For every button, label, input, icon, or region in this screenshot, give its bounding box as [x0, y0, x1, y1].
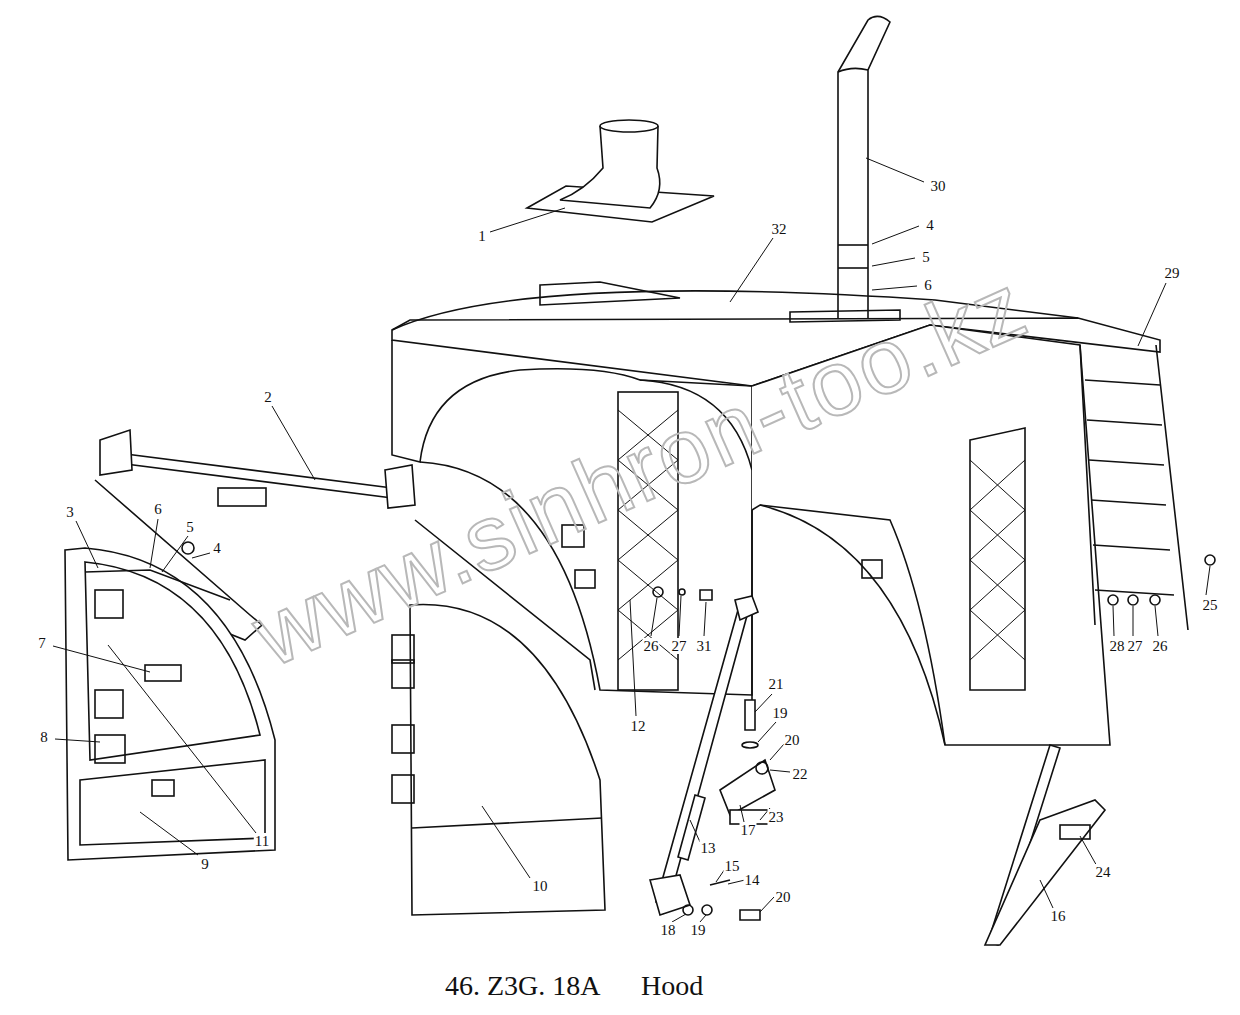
callout-number: 31	[696, 638, 713, 654]
callout-number: 32	[771, 221, 788, 237]
callout-number: 22	[792, 766, 809, 782]
callout-number: 30	[930, 178, 947, 194]
gas-strut-rear	[985, 745, 1105, 945]
callout-number: 27	[1127, 638, 1144, 654]
callout-number: 5	[921, 249, 931, 265]
callout-number: 27	[671, 638, 688, 654]
callout-number: 21	[768, 676, 785, 692]
callout-number: 11	[254, 833, 270, 849]
callout-number: 19	[690, 922, 707, 938]
callout-number: 24	[1095, 864, 1112, 880]
exhaust-pipe	[838, 16, 890, 318]
callout-number: 5	[185, 519, 195, 535]
callout-number: 26	[643, 638, 660, 654]
callout-number: 10	[532, 878, 549, 894]
callout-number: 18	[660, 922, 677, 938]
callout-number: 15	[724, 858, 741, 874]
callout-number: 28	[1109, 638, 1126, 654]
callout-number: 7	[37, 635, 47, 651]
callout-number: 25	[1202, 597, 1219, 613]
callout-number: 23	[768, 809, 785, 825]
callout-number: 26	[1152, 638, 1169, 654]
callout-number: 2	[263, 389, 273, 405]
callout-number: 13	[700, 840, 717, 856]
callout-number: 8	[39, 729, 49, 745]
callout-number: 17	[740, 822, 757, 838]
callout-number: 29	[1164, 265, 1181, 281]
callout-number: 14	[744, 872, 761, 888]
callout-number: 4	[212, 540, 222, 556]
caption: 46. Z3G. 18A Hood	[445, 970, 703, 1002]
ladder	[1080, 345, 1188, 630]
callout-number: 16	[1050, 908, 1067, 924]
callout-number: 9	[200, 856, 210, 872]
callout-number: 12	[630, 718, 647, 734]
side-door-right	[392, 604, 605, 915]
gas-strut-front	[650, 596, 775, 915]
callout-number: 4	[925, 217, 935, 233]
callout-number: 20	[775, 889, 792, 905]
leader-lines	[53, 158, 1210, 922]
callout-number: 6	[153, 501, 163, 517]
funnel-part	[527, 120, 714, 222]
callout-number: 20	[784, 732, 801, 748]
callout-number: 3	[65, 504, 75, 520]
callout-number: 19	[772, 705, 789, 721]
callout-number: 1	[477, 228, 487, 244]
